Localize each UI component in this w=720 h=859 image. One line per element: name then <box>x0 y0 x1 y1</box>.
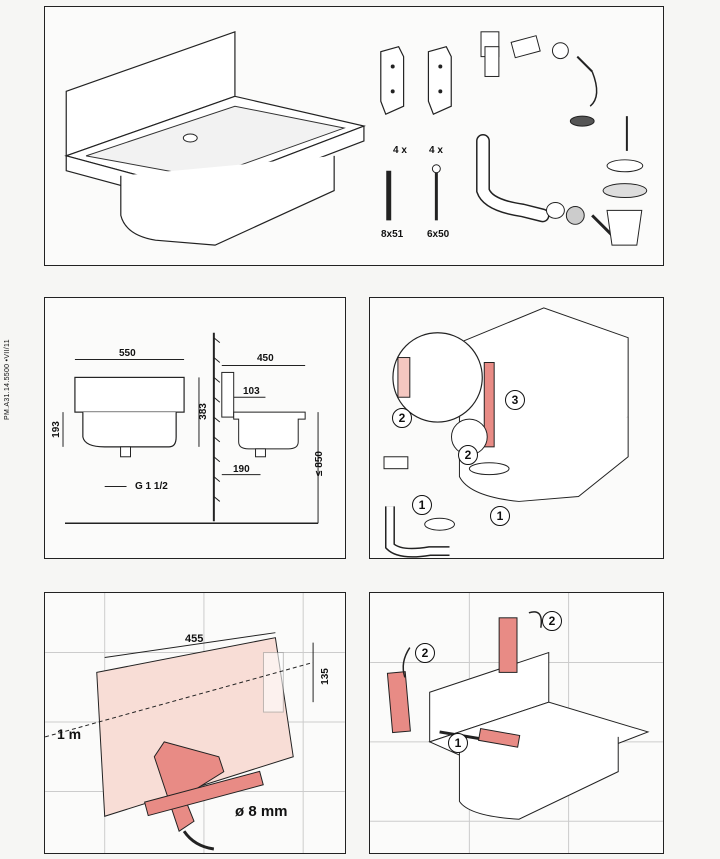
screw-b-qty: 4 x <box>429 145 443 156</box>
dim-drain-back: 190 <box>233 464 250 475</box>
drain-install-illustration <box>383 307 629 558</box>
dim-depth: 450 <box>257 353 274 364</box>
dim-drain-offset: 103 <box>243 386 260 397</box>
mounting-panel: 2 2 1 <box>369 592 664 854</box>
drilling-panel: 455 135 1 m ø 8 mm <box>44 592 346 854</box>
step-badge: 2 <box>542 611 562 631</box>
step-badge: 1 <box>448 733 468 753</box>
sink-parts-illustration <box>64 30 648 246</box>
drilling-illustration <box>45 593 345 853</box>
step-badge: 3 <box>505 390 525 410</box>
dim-mount-height: ≤ 850 <box>313 451 325 476</box>
parts-overview-panel: 4 x 4 x 8x51 6x50 <box>44 6 664 266</box>
dim-width: 550 <box>119 348 136 359</box>
step-badge: 1 <box>412 495 432 515</box>
screw-a-size: 8x51 <box>381 229 404 240</box>
drill-vertical: 135 <box>319 668 331 685</box>
step-badge: 2 <box>458 445 478 465</box>
screw-b-size: 6x50 <box>427 229 450 240</box>
drill-spacing: 455 <box>185 633 204 645</box>
drain-install-panel: 1 2 3 2 1 1 <box>369 297 664 559</box>
step-badge: 1 <box>490 506 510 526</box>
height-mark: 1 m <box>57 726 82 742</box>
mounting-illustration <box>370 593 663 853</box>
screw-a-qty: 4 x <box>393 145 407 156</box>
dim-bowl-height: 383 <box>197 403 209 420</box>
dimensions-panel: 550 450 103 383 193 190 ≤ 850 G 1 1/2 <box>44 297 346 559</box>
drill-size: ø 8 mm <box>235 803 288 820</box>
dim-thread: G 1 1/2 <box>135 481 168 492</box>
side-code: PM.A31.14.5500 •VII/11 <box>4 339 11 420</box>
step-badge: 2 <box>415 643 435 663</box>
dim-rim-height: 193 <box>50 421 62 438</box>
dimension-drawing <box>62 332 319 525</box>
step-badge: 2 <box>392 408 412 428</box>
